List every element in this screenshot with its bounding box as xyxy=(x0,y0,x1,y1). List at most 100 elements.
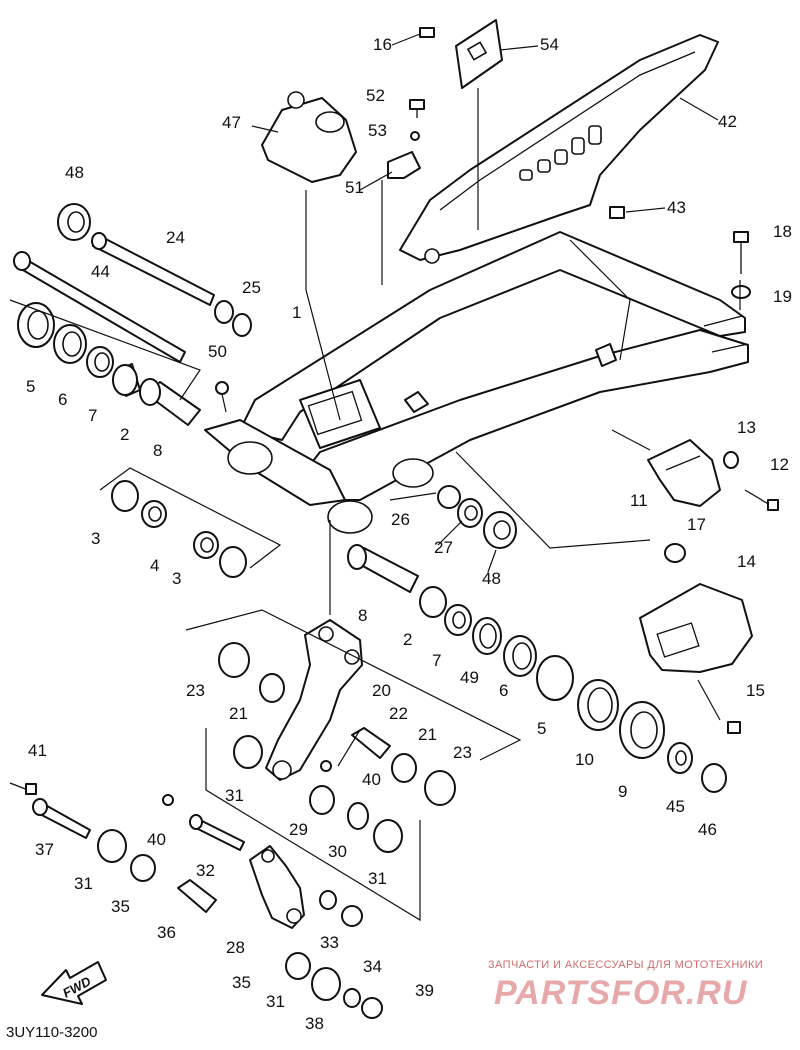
collar-35b xyxy=(285,952,311,980)
callout-c31a: 31 xyxy=(225,786,244,805)
collar-30 xyxy=(347,802,369,830)
spacer-36 xyxy=(177,879,217,913)
callout-c7a: 7 xyxy=(88,406,97,425)
callout-c46: 46 xyxy=(698,820,717,839)
assembly-lines xyxy=(9,45,741,922)
callout-c5b: 5 xyxy=(537,719,546,738)
callout-c51: 51 xyxy=(345,178,364,197)
washer-17 xyxy=(664,543,686,563)
callout-c30: 30 xyxy=(328,842,347,861)
washer-25b xyxy=(232,313,252,337)
washer-19 xyxy=(731,285,751,299)
callout-c54: 54 xyxy=(540,35,559,54)
bearing-31a xyxy=(233,735,263,769)
bushing-23a xyxy=(218,642,250,678)
bearing-31c xyxy=(97,829,127,863)
callout-c20: 20 xyxy=(372,681,391,700)
callout-c47: 47 xyxy=(222,113,241,132)
fwd-arrow-icon: FWD xyxy=(41,961,107,1005)
callout-c43: 43 xyxy=(667,198,686,217)
callout-c36: 36 xyxy=(157,923,176,942)
callout-c13: 13 xyxy=(737,418,756,437)
bolt-43 xyxy=(609,206,625,219)
callout-c3b: 3 xyxy=(172,569,181,588)
callout-c6a: 6 xyxy=(58,390,67,409)
bolt-18 xyxy=(733,231,749,274)
callout-c8a: 8 xyxy=(153,441,162,460)
bolt-16 xyxy=(391,27,435,46)
grease-nipple-40a xyxy=(320,760,332,772)
chain-guard-14 xyxy=(639,583,753,673)
callout-c21a: 21 xyxy=(229,704,248,723)
spacer-22 xyxy=(351,727,391,759)
callout-c10: 10 xyxy=(575,750,594,769)
collar-35a xyxy=(130,854,156,882)
callout-c53: 53 xyxy=(368,121,387,140)
callout-c31b: 31 xyxy=(368,869,387,888)
grease-nipple-40b xyxy=(162,794,174,806)
center-bearing-stack xyxy=(347,544,727,793)
callout-c34: 34 xyxy=(363,957,382,976)
callout-c23a: 23 xyxy=(186,681,205,700)
callout-c48a: 48 xyxy=(65,163,84,182)
callout-c40b: 40 xyxy=(147,830,166,849)
collar-48-top xyxy=(57,203,91,241)
callout-c22: 22 xyxy=(389,704,408,723)
callout-c35b: 35 xyxy=(232,973,251,992)
bolt-12 xyxy=(744,489,779,511)
callout-c7b: 7 xyxy=(432,651,441,670)
callout-c11: 11 xyxy=(630,491,648,510)
callout-c19: 19 xyxy=(773,287,792,306)
callout-c42: 42 xyxy=(718,112,737,131)
bearing-31d xyxy=(311,967,341,1001)
callout-c14: 14 xyxy=(737,552,756,571)
washer-25a xyxy=(214,300,234,324)
callout-c32: 32 xyxy=(196,861,215,880)
watermark-tagline: ЗАПЧАСТИ И АКСЕССУАРЫ ДЛЯ МОТОТЕХНИКИ xyxy=(488,959,763,971)
callout-c1: 1 xyxy=(292,303,301,322)
bolt-37 xyxy=(32,798,91,839)
collar-21b xyxy=(391,753,417,783)
callout-c17: 17 xyxy=(687,515,706,534)
callout-c50: 50 xyxy=(208,342,227,361)
callout-c45: 45 xyxy=(666,797,685,816)
watermark-brand: PARTSFOR.RU xyxy=(494,974,748,1012)
callout-c3a: 3 xyxy=(91,529,100,548)
bearing-31b xyxy=(373,819,403,853)
callout-c33: 33 xyxy=(320,933,339,952)
callout-c6b: 6 xyxy=(499,681,508,700)
relay-arm-20 xyxy=(265,619,363,781)
bolt-52 xyxy=(409,99,425,118)
callout-c29: 29 xyxy=(289,820,308,839)
callout-c31c: 31 xyxy=(74,874,93,893)
collar-48-right xyxy=(483,511,517,549)
callout-c49: 49 xyxy=(460,668,479,687)
callout-c24: 24 xyxy=(166,228,185,247)
collar-33 xyxy=(319,890,337,910)
collar-21a xyxy=(259,673,285,703)
seal-34 xyxy=(341,905,363,927)
callout-c4: 4 xyxy=(150,556,159,575)
callout-c31d: 31 xyxy=(266,992,285,1011)
callout-c12: 12 xyxy=(770,455,789,474)
callout-c5a: 5 xyxy=(26,377,35,396)
washer-53 xyxy=(410,131,420,141)
cover-47 xyxy=(261,91,357,183)
nut-39 xyxy=(361,997,383,1019)
callout-c26: 26 xyxy=(391,510,410,529)
callout-c48b: 48 xyxy=(482,569,501,588)
bolt-32 xyxy=(189,814,245,851)
callout-c41: 41 xyxy=(28,741,47,760)
washer-26 xyxy=(437,485,461,509)
callout-c25: 25 xyxy=(242,278,261,297)
left-bearing-stack xyxy=(17,302,201,426)
chain-case xyxy=(399,34,719,264)
callout-c21b: 21 xyxy=(418,725,437,744)
collar-13 xyxy=(723,451,739,469)
callout-c27: 27 xyxy=(434,538,453,557)
callout-c9: 9 xyxy=(618,782,627,801)
bracket-51 xyxy=(387,151,421,179)
swingarm xyxy=(204,231,749,534)
